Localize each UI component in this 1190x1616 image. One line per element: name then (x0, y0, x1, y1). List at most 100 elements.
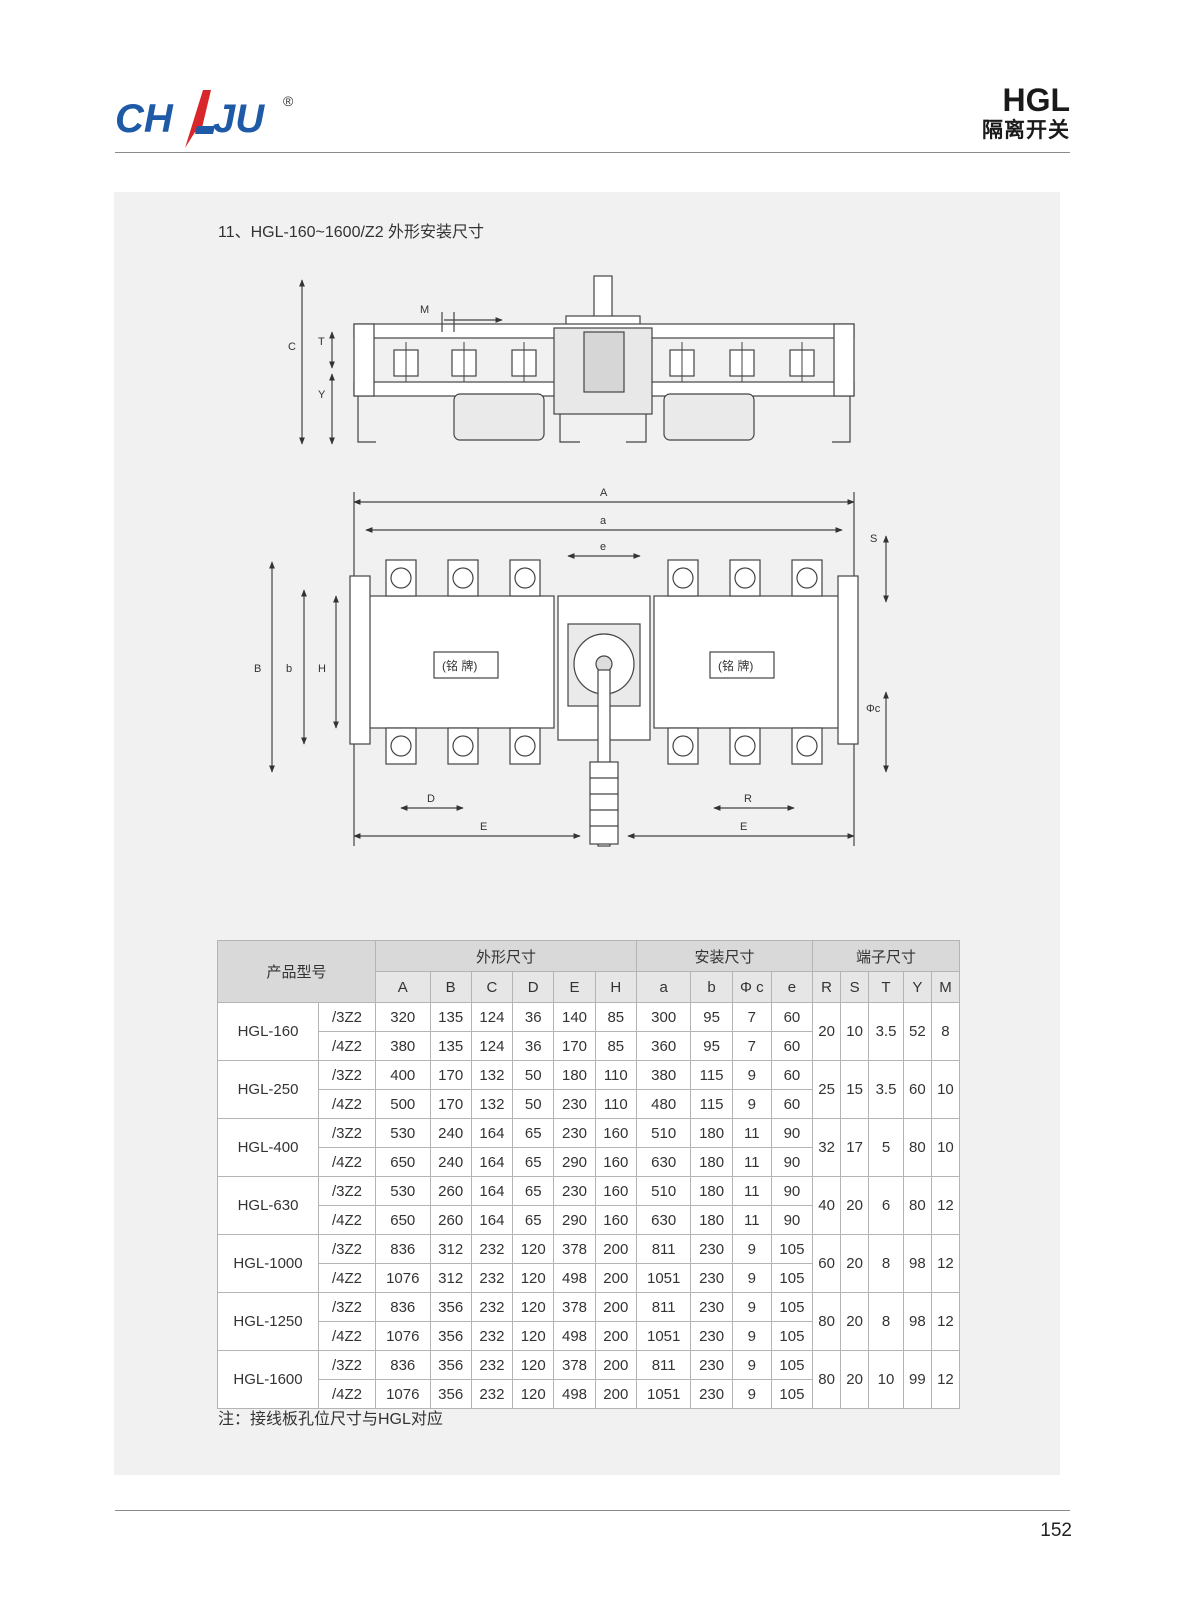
value-cell: 170 (429, 1089, 472, 1119)
group-header-terminal: 端子尺寸 (812, 940, 960, 972)
value-cell: 498 (553, 1263, 596, 1293)
terminal-cell: 6 (868, 1176, 904, 1235)
value-cell: 510 (635, 1176, 692, 1206)
dim-label-m: M (420, 304, 429, 316)
table-note: 注：接线板孔位尺寸与HGL对应 (218, 1411, 443, 1428)
variant-cell: /3Z2 (318, 1002, 376, 1032)
value-cell: 356 (429, 1321, 472, 1351)
value-cell: 312 (429, 1263, 472, 1293)
terminal-cell: 40 (812, 1176, 842, 1235)
column-header: S (840, 971, 870, 1003)
value-cell: 124 (470, 1031, 514, 1061)
value-cell: 200 (594, 1350, 637, 1380)
value-cell: 232 (470, 1234, 514, 1264)
value-cell: 9 (731, 1089, 772, 1119)
value-cell: 232 (470, 1263, 514, 1293)
terminal-cell: 10 (868, 1350, 904, 1409)
registered-mark: ® (283, 93, 294, 109)
terminal-cell: 80 (812, 1292, 842, 1351)
value-cell: 9 (731, 1379, 772, 1409)
terminal-cell: 32 (812, 1118, 842, 1177)
value-cell: 232 (470, 1350, 514, 1380)
terminal-cell: 20 (812, 1002, 842, 1061)
value-cell: 356 (429, 1292, 472, 1322)
variant-cell: /4Z2 (318, 1031, 376, 1061)
value-cell: 200 (594, 1379, 637, 1409)
value-cell: 170 (429, 1060, 472, 1090)
value-cell: 836 (375, 1350, 431, 1380)
dim-label-e-right: E (740, 821, 747, 833)
value-cell: 240 (429, 1118, 472, 1148)
group-header-outline: 外形尺寸 (375, 940, 637, 972)
value-cell: 110 (594, 1089, 637, 1119)
dim-label-s: S (870, 533, 877, 545)
value-cell: 120 (512, 1379, 555, 1409)
variant-cell: /3Z2 (318, 1060, 376, 1090)
value-cell: 230 (553, 1176, 596, 1206)
model-cell: HGL-1600 (217, 1350, 319, 1409)
terminal-cell: 80 (902, 1176, 932, 1235)
value-cell: 85 (594, 1031, 637, 1061)
value-cell: 65 (512, 1176, 555, 1206)
value-cell: 290 (553, 1205, 596, 1235)
value-cell: 65 (512, 1118, 555, 1148)
terminal-cell: 10 (930, 1060, 961, 1119)
terminal-cell: 52 (902, 1002, 932, 1061)
value-cell: 312 (429, 1234, 472, 1264)
value-cell: 240 (429, 1147, 472, 1177)
value-cell: 65 (512, 1205, 555, 1235)
value-cell: 811 (635, 1292, 692, 1322)
column-header: T (868, 971, 904, 1003)
value-cell: 164 (470, 1176, 514, 1206)
value-cell: 11 (731, 1176, 772, 1206)
value-cell: 400 (375, 1060, 431, 1090)
value-cell: 498 (553, 1321, 596, 1351)
variant-cell: /4Z2 (318, 1147, 376, 1177)
value-cell: 180 (690, 1205, 733, 1235)
value-cell: 60 (770, 1002, 814, 1032)
column-header: e (770, 971, 814, 1003)
terminal-cell: 17 (840, 1118, 870, 1177)
value-cell: 356 (429, 1379, 472, 1409)
value-cell: 9 (731, 1321, 772, 1351)
terminal-cell: 10 (840, 1002, 870, 1061)
page-header: CH JU ® HGL 隔离开关 (0, 0, 1190, 160)
value-cell: 164 (470, 1147, 514, 1177)
value-cell: 378 (553, 1234, 596, 1264)
value-cell: 500 (375, 1089, 431, 1119)
value-cell: 90 (770, 1147, 814, 1177)
terminal-cell: 15 (840, 1060, 870, 1119)
value-cell: 1076 (375, 1379, 431, 1409)
terminal-cell: 98 (902, 1234, 932, 1293)
value-cell: 378 (553, 1350, 596, 1380)
value-cell: 630 (635, 1205, 692, 1235)
value-cell: 630 (635, 1147, 692, 1177)
variant-cell: /3Z2 (318, 1292, 376, 1322)
value-cell: 200 (594, 1292, 637, 1322)
value-cell: 180 (690, 1176, 733, 1206)
terminal-cell: 80 (812, 1350, 842, 1409)
value-cell: 124 (470, 1002, 514, 1032)
column-header: Y (902, 971, 932, 1003)
value-cell: 7 (731, 1031, 772, 1061)
value-cell: 50 (512, 1089, 555, 1119)
column-header: C (470, 971, 514, 1003)
content-panel: 11、HGL-160~1600/Z2 外形安装尺寸 (114, 192, 1060, 1475)
value-cell: 230 (690, 1321, 733, 1351)
terminal-cell: 5 (868, 1118, 904, 1177)
nameplate-right: (铭 牌) (718, 658, 753, 673)
value-cell: 160 (594, 1176, 637, 1206)
value-cell: 230 (690, 1292, 733, 1322)
chaju-logo: CH JU ® (115, 90, 294, 148)
svg-text:CH: CH (115, 97, 174, 141)
dim-label-e-left: E (480, 821, 487, 833)
model-cell: HGL-250 (217, 1060, 319, 1119)
dimension-drawing: M C T Y (254, 275, 889, 847)
value-cell: 105 (770, 1379, 814, 1409)
dim-label-y: Y (318, 389, 326, 401)
value-cell: 132 (470, 1089, 514, 1119)
value-cell: 90 (770, 1205, 814, 1235)
